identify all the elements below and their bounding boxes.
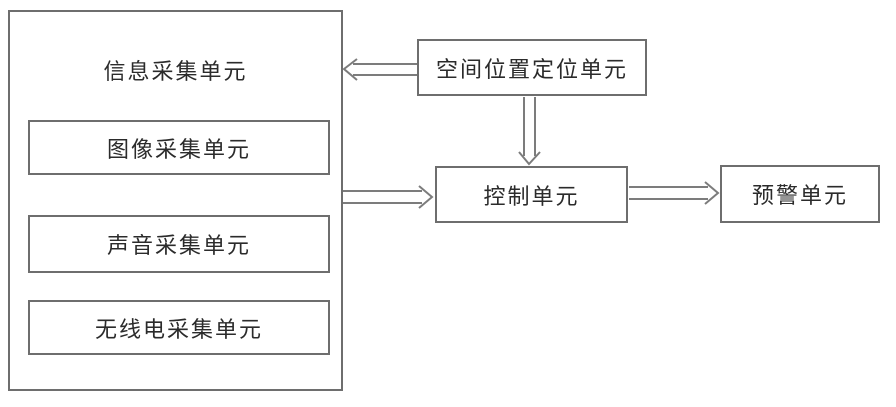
arrow-positioning-to-info: [342, 58, 417, 81]
radio-collection-unit-box: 无线电采集单元: [28, 300, 330, 355]
image-collection-unit-box: 图像采集单元: [28, 120, 330, 175]
warning-unit-box: 预警单元: [720, 165, 880, 223]
warning-unit-label: 预警单元: [751, 183, 848, 208]
radio-collection-unit-label: 无线电采集单元: [94, 316, 263, 342]
spatial-positioning-unit-box: 空间位置定位单元: [417, 39, 647, 96]
info-collection-unit-box: 信息采集单元 图像采集单元 声音采集单元 无线电采集单元: [8, 10, 343, 391]
sound-collection-unit-box: 声音采集单元: [28, 215, 330, 273]
spatial-positioning-unit-label: 空间位置定位单元: [435, 56, 628, 82]
sound-collection-unit-label: 声音采集单元: [106, 233, 251, 258]
image-collection-unit-label: 图像采集单元: [106, 136, 251, 162]
info-collection-unit-label: 信息采集单元: [103, 59, 248, 84]
arrow-info-to-control: [343, 185, 434, 209]
control-unit-box: 控制单元: [435, 166, 628, 223]
arrow-control-to-warning: [629, 181, 720, 205]
control-unit-label: 控制单元: [483, 183, 580, 209]
arrow-positioning-to-control: [518, 97, 541, 166]
